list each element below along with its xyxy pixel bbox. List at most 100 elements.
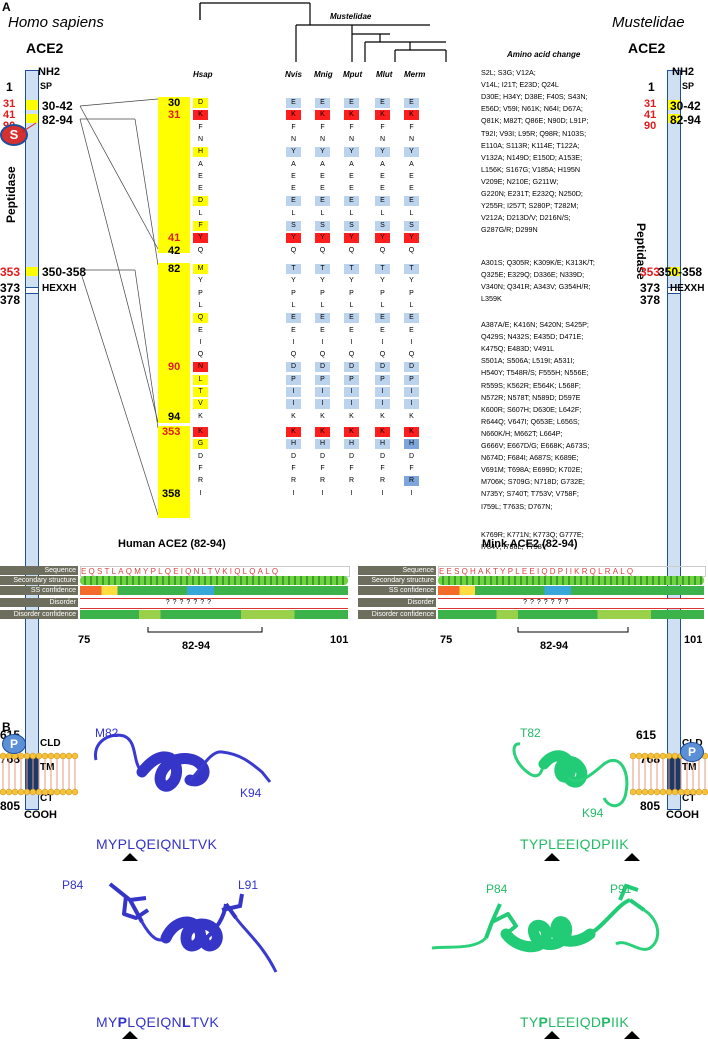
- spike-s-badge: S: [0, 124, 28, 146]
- right-range-30-42: 30-42: [670, 99, 701, 113]
- alignment-residue-hsap: F: [198, 464, 203, 472]
- alignment-residue-mustelid: E: [404, 196, 419, 207]
- alignment-residue-mustelid: I: [350, 489, 353, 497]
- panel-b-label: B: [2, 720, 11, 734]
- psipred-track-label: Disorder: [0, 598, 78, 607]
- psipred-track-label: SS confidence: [0, 586, 78, 595]
- alignment-residue-mustelid: I: [292, 489, 295, 497]
- col-header-hsap: Hsap: [193, 70, 213, 79]
- mink-helix-top: [512, 742, 629, 808]
- mutation-line: V691M; T698A; E699D; K702E;: [481, 465, 583, 475]
- alignment-residue-mustelid: L: [320, 209, 325, 217]
- alignment-residue-mustelid: Y: [344, 233, 359, 244]
- alignment-residue-mustelid: A: [409, 160, 414, 168]
- human-bottom-seq-a: MY: [96, 1014, 118, 1030]
- right-num-1: 1: [648, 80, 655, 94]
- col-header-mput: Mput: [343, 70, 363, 79]
- mutation-line: Q325E; E329Q; D336E; N339D;: [481, 269, 585, 279]
- psipred-track-label: Sequence: [358, 566, 436, 575]
- alignment-residue-mustelid: H: [404, 439, 419, 450]
- human-top-n-label: M82: [95, 726, 119, 740]
- human-psipred-range: 82-94: [182, 640, 211, 652]
- mutation-line: A301S; Q305R; K309K/E; K313K/T;: [481, 257, 595, 267]
- mutation-line: Q81K; M82T; Q86E; N90D; L91P;: [481, 116, 589, 126]
- left-band-hexxh: [26, 287, 38, 294]
- alignment-residue-mustelid: F: [409, 464, 414, 472]
- mutation-line: R559S; K562R; E564K; L568F;: [481, 380, 581, 390]
- alignment-residue-mustelid: Q: [408, 351, 415, 359]
- alignment-residue-hsap: D: [193, 196, 208, 207]
- psipred-track-dconf: [80, 610, 348, 619]
- alignment-residue-mustelid: Y: [409, 277, 414, 285]
- alignment-residue-mustelid: L: [409, 209, 414, 217]
- alignment-residue-mustelid: E: [380, 172, 385, 180]
- alignment-residue-mustelid: K: [380, 412, 385, 420]
- human-bottom-seq-l91: L: [181, 1014, 191, 1030]
- right-tm-region: [668, 755, 680, 793]
- alignment-residue-hsap: M: [193, 264, 208, 274]
- alignment-residue-mustelid: Q: [408, 246, 415, 254]
- mink-top-marker-icon-1: [544, 853, 560, 861]
- alignment-residue-mustelid: K: [344, 110, 359, 121]
- alignment-residue-mustelid: D: [379, 452, 386, 460]
- mutation-line: N572R; N578T; N589D; D597E: [481, 392, 581, 402]
- mutation-line: A387A/E; K416N; S420N; S425P;: [481, 320, 589, 329]
- alignment-residue-mustelid: R: [290, 477, 297, 485]
- mutation-line: E110A; S113R; K114E; T122A;: [481, 140, 580, 150]
- alignment-residue-mustelid: D: [375, 362, 390, 373]
- alignment-residue-mustelid: I: [375, 399, 390, 410]
- alignment-position-number: 82: [168, 263, 181, 275]
- mutation-line: N674D; F684I; A687S; K689E;: [481, 453, 579, 463]
- mutation-line: L359K: [481, 293, 502, 303]
- right-num-615: 615: [636, 728, 657, 742]
- alignment-residue-hsap: V: [193, 399, 208, 410]
- left-membrane: [0, 752, 79, 796]
- alignment-position-number: 31: [168, 109, 181, 122]
- alignment-residue-mustelid: I: [410, 489, 413, 497]
- right-band-350-358: [668, 267, 680, 276]
- mutation-line: I784V; I786L; T798V: [481, 541, 547, 551]
- col-header-mlut: Mlut: [376, 70, 393, 79]
- alignment-residue-mustelid: K: [344, 427, 359, 437]
- alignment-residue-mustelid: P: [375, 374, 390, 385]
- col-header-nvis: Nvis: [285, 70, 302, 79]
- alignment-residue-mustelid: K: [286, 427, 301, 437]
- mink-top-c-label: K94: [582, 806, 604, 820]
- mutation-line: G287G/R; D299N: [481, 225, 538, 235]
- psipred-brackets: [147, 627, 629, 633]
- alignment-residue-mustelid: T: [404, 264, 419, 274]
- alignment-residue-mustelid: N: [290, 135, 297, 143]
- alignment-residue-mustelid: A: [320, 160, 325, 168]
- alignment-residue-mustelid: Y: [404, 147, 419, 158]
- alignment-residue-hsap: I: [199, 489, 202, 497]
- alignment-residue-mustelid: I: [381, 338, 384, 346]
- human-bottom-seq-p84: P: [117, 1014, 128, 1030]
- alignment-residue-mustelid: E: [349, 326, 354, 334]
- alignment-residue-mustelid: Q: [348, 246, 355, 254]
- alignment-residue-mustelid: E: [349, 185, 354, 193]
- left-protein-title: ACE2: [26, 40, 64, 56]
- alignment-residue-mustelid: Y: [320, 277, 325, 285]
- mutation-line: N660K/H; M662T; L664P;: [481, 428, 563, 438]
- human-bottom-sequence: MYPLQEIQNLTVK: [96, 1014, 219, 1030]
- left-num-353: 353: [0, 265, 21, 279]
- right-band-82-94: [668, 114, 680, 123]
- mink-bottom-marker-icon-1: [544, 1031, 560, 1039]
- alignment-residue-mustelid: E: [375, 313, 390, 324]
- left-ace2-bar: [25, 70, 39, 810]
- alignment-residue-mustelid: F: [349, 123, 354, 131]
- alignment-residue-mustelid: Q: [319, 246, 326, 254]
- psipred-track-label: Secondary structure: [358, 576, 436, 585]
- psipred-track-dis: ???????: [80, 598, 348, 609]
- left-band-82-94: [26, 114, 38, 123]
- right-range-350-358: 350-358: [658, 265, 703, 279]
- alignment-residue-hsap: K: [193, 110, 208, 121]
- alignment-residue-mustelid: T: [344, 264, 359, 274]
- alignment-connectors: [79, 97, 190, 518]
- alignment-residue-hsap: T: [193, 387, 208, 397]
- alignment-residue-mustelid: P: [291, 289, 296, 297]
- psipred-track-label: Disorder confidence: [0, 610, 78, 619]
- mink-bottom-seq-c: LEEIQD: [548, 1014, 602, 1030]
- alignment-residue-mustelid: E: [375, 196, 390, 207]
